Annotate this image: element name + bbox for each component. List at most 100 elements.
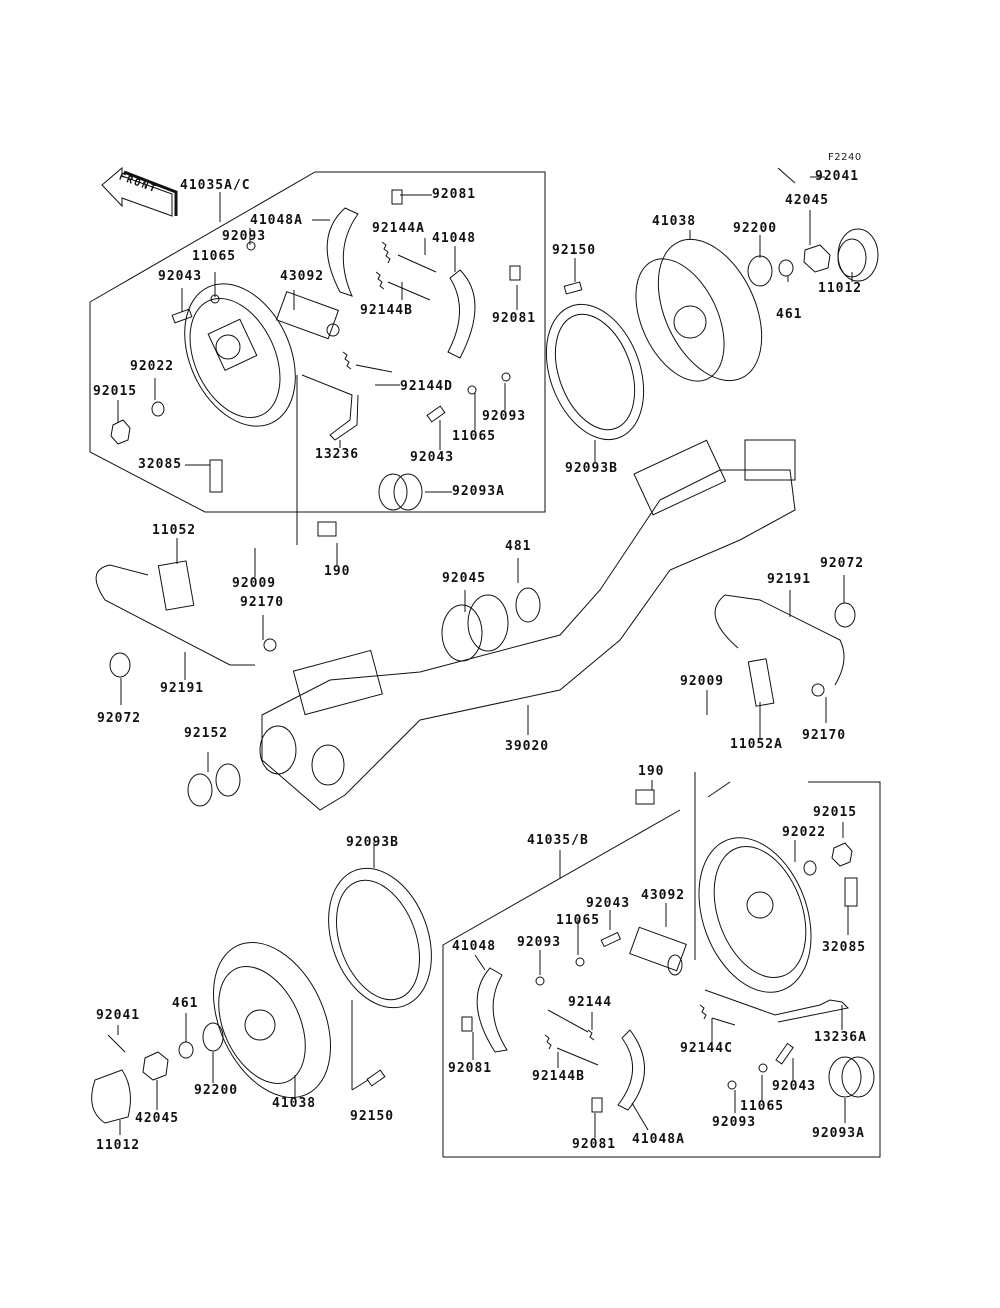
part-label: 92144B: [532, 1069, 585, 1084]
part-label: 92081: [432, 187, 477, 202]
part-label: 92150: [552, 243, 597, 258]
part-label: 92200: [194, 1083, 239, 1098]
part-label: 42045: [135, 1111, 180, 1126]
part-label: 92150: [350, 1109, 395, 1124]
washer-11065-ul2: [468, 386, 476, 394]
pin-92043-ul1: [172, 309, 192, 323]
washer-92200-ll: [203, 1023, 223, 1051]
figure-code: F2240: [828, 152, 862, 163]
part-label: 92093A: [452, 484, 505, 499]
part-label: 11052A: [730, 737, 783, 752]
part-label: 92144C: [680, 1041, 733, 1056]
bolt-92150-ll: [367, 1070, 385, 1086]
bolt-92150-ur: [564, 282, 582, 294]
pin-92043-ul2: [427, 406, 445, 422]
part-label: 32085: [138, 457, 183, 472]
nut-42045-ur: [804, 245, 830, 272]
cap-11012-ll: [92, 1070, 131, 1123]
nut-92093-ul1: [247, 242, 255, 250]
spring-92144: [548, 1010, 594, 1040]
clip-92022-ul: [152, 402, 164, 416]
part-label: 92015: [813, 805, 858, 820]
part-label: 92191: [160, 681, 205, 696]
clamp-92072-l: [110, 653, 130, 677]
cotter-pin-92041-ur: [778, 168, 795, 183]
part-label: 11012: [96, 1138, 141, 1153]
part-label: 190: [324, 564, 351, 579]
nut-42045-ll: [143, 1052, 168, 1080]
clip-92081-lr2: [592, 1098, 602, 1112]
nut-92093-lr2: [728, 1081, 736, 1089]
hose-92191-left: [96, 565, 255, 665]
part-label: 11065: [556, 913, 601, 928]
part-label: 11052: [152, 523, 197, 538]
part-label: 92081: [572, 1137, 617, 1152]
nut-92093-ul2: [502, 373, 510, 381]
lower-right-group-frame: [443, 782, 880, 1157]
fitting-190-top: [318, 522, 336, 536]
part-label: 92043: [410, 450, 455, 465]
part-label: 92045: [442, 571, 487, 586]
brake-shoe-41048A-lr: [618, 1030, 645, 1110]
brake-shoe-41048-lr: [477, 968, 507, 1052]
part-label: 41048: [452, 939, 497, 954]
cotter-pin-92041-ll: [108, 1035, 125, 1052]
lever-13236A: [705, 990, 848, 1022]
nut-92093-lr1: [536, 977, 544, 985]
cap-11012-ur: [838, 229, 878, 281]
bearing-92045: [442, 595, 508, 661]
part-label: 41038: [272, 1096, 317, 1111]
brake-drum-41038-ll: [190, 924, 354, 1117]
clip-92170-r: [812, 684, 824, 696]
upper-left-group-frame-lower: [90, 302, 297, 512]
seal-92093A-ul: [379, 474, 422, 510]
pin-92043-lr2: [776, 1044, 793, 1064]
brake-shoe-41048-ul: [448, 270, 475, 358]
part-label: 92009: [232, 576, 277, 591]
leader-lines: [118, 177, 852, 1138]
clamp-92072-r: [835, 603, 855, 627]
circlip-481: [516, 588, 540, 622]
hose-92191-right: [715, 595, 844, 685]
washer-92200-ur: [748, 256, 772, 286]
part-label: 92041: [96, 1008, 141, 1023]
part-label: 43092: [280, 269, 325, 284]
spring-92144D: [343, 352, 392, 372]
part-label: 92043: [772, 1079, 817, 1094]
part-label: 11065: [740, 1099, 785, 1114]
part-label: 11012: [818, 281, 863, 296]
front-arrow-icon: [102, 168, 176, 216]
seal-92093A-lr: [829, 1057, 874, 1097]
upper-left-group-frame: [90, 172, 545, 512]
bracket-11052: [158, 561, 193, 610]
part-label: 11065: [192, 249, 237, 264]
part-label: 92072: [820, 556, 865, 571]
wheel-cylinder-lr: [630, 927, 687, 975]
part-label: 42045: [785, 193, 830, 208]
part-label: 13236: [315, 447, 360, 462]
clip-461-ur: [779, 260, 793, 276]
part-label: 32085: [822, 940, 867, 955]
part-label: 92041: [815, 169, 860, 184]
clip-92081-ul1: [392, 190, 402, 204]
clip-92022-lr: [804, 861, 816, 875]
part-label: 92081: [448, 1061, 493, 1076]
part-label: 92093: [482, 409, 527, 424]
part-label: 92022: [782, 825, 827, 840]
part-label: 39020: [505, 739, 550, 754]
part-label: 92144D: [400, 379, 453, 394]
wheel-cylinder-ul: [276, 292, 339, 339]
part-label: 41048A: [250, 213, 303, 228]
part-label: 43092: [641, 888, 686, 903]
part-label: 92043: [158, 269, 203, 284]
washer-11065-lr1: [576, 958, 584, 966]
clip-32085-lr: [845, 878, 857, 906]
brake-drum-41038-ur: [618, 223, 782, 397]
part-label: 92144: [568, 995, 613, 1010]
part-label: 92152: [184, 726, 229, 741]
lever-13236: [302, 375, 358, 440]
bushing-92152: [188, 764, 240, 806]
part-label: 92072: [97, 711, 142, 726]
part-label: 92093: [517, 935, 562, 950]
